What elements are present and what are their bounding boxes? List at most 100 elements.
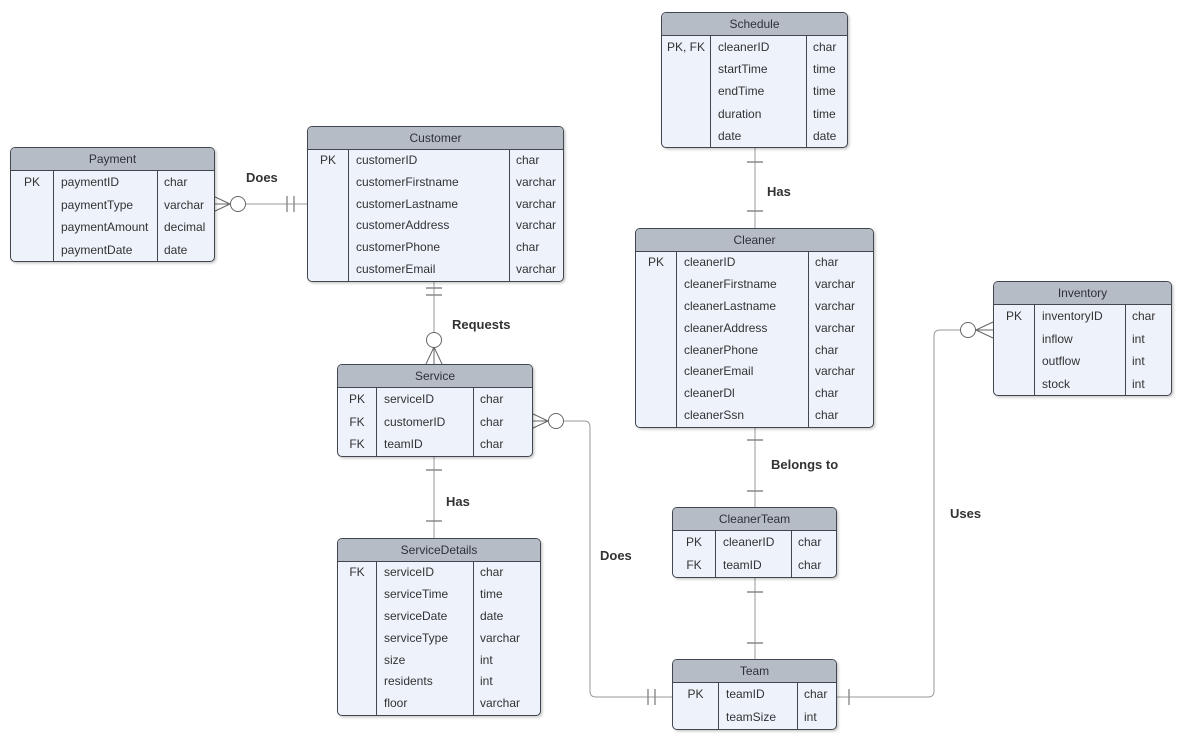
relationship-label-uses[interactable]: Uses <box>950 506 982 521</box>
entity-customer-title: Customer <box>308 127 563 150</box>
key-cell <box>308 172 348 194</box>
field-cell: cleanerSsn <box>684 408 745 423</box>
type-cell: char <box>480 392 504 406</box>
type-cell: date <box>813 128 837 143</box>
field-cell: customerFirstname <box>356 174 459 189</box>
field-cell: floor <box>384 696 408 711</box>
type-cell: char <box>815 255 839 269</box>
type-cell: time <box>813 106 836 121</box>
entity-service-title: Service <box>338 365 532 388</box>
field-cell: serviceID <box>384 392 435 406</box>
type-cell: date <box>164 242 188 257</box>
relationship-label-has-service-servicedetails[interactable]: Has <box>446 494 470 509</box>
entity-inventory-title: Inventory <box>994 282 1171 305</box>
key-cell <box>994 373 1034 396</box>
entity-payment-title: Payment <box>11 148 214 171</box>
key-cell <box>636 405 676 427</box>
type-cell: varchar <box>815 276 856 291</box>
type-cell: varchar <box>815 298 856 313</box>
key-cell <box>673 706 718 729</box>
field-cell: paymentAmount <box>61 220 149 234</box>
relationship-label-requests[interactable]: Requests <box>452 317 511 332</box>
key-cell <box>11 216 53 239</box>
type-cell: char <box>516 153 540 167</box>
connector-requests-customer-service <box>425 279 443 365</box>
type-cell: time <box>813 84 836 99</box>
type-cell: char <box>480 565 504 579</box>
type-cell: char <box>164 175 188 189</box>
field-cell: serviceType <box>384 630 449 645</box>
key-cell: FK <box>349 565 365 579</box>
type-cell: char <box>1132 309 1156 323</box>
key-cell <box>636 361 676 383</box>
entity-cleaner-title: Cleaner <box>636 229 873 252</box>
key-cell <box>636 318 676 340</box>
field-cell: teamID <box>723 558 762 572</box>
field-cell: cleanerPhone <box>684 342 759 357</box>
type-cell: char <box>804 687 828 701</box>
relationship-label-does-service-team[interactable]: Does <box>600 548 632 563</box>
field-cell: inventoryID <box>1042 309 1103 323</box>
key-cell: PK <box>23 175 40 189</box>
connector-uses-team-inventory <box>835 321 994 705</box>
key-cell: FK <box>349 437 365 452</box>
field-cell: residents <box>384 674 433 689</box>
type-cell: char <box>815 408 839 423</box>
key-cell <box>308 259 348 281</box>
key-cell: FK <box>349 414 365 429</box>
key-cell <box>636 274 676 296</box>
type-cell: varchar <box>480 630 521 645</box>
field-cell: endTime <box>718 84 765 99</box>
connector-does-service-team <box>530 412 672 705</box>
field-cell: cleanerEmail <box>684 364 754 379</box>
connector-has-schedule-cleaner <box>747 145 763 228</box>
relationship-label-does-payment-customer[interactable]: Does <box>246 170 278 185</box>
field-cell: serviceDate <box>384 608 448 623</box>
key-cell <box>338 628 376 650</box>
field-cell: paymentDate <box>61 242 133 257</box>
type-cell: varchar <box>516 261 557 276</box>
type-cell: int <box>1132 376 1145 391</box>
connector-belongs-to-cleaner-cleanerteam <box>747 425 763 507</box>
type-cell: time <box>480 586 503 601</box>
field-cell: customerID <box>384 414 446 429</box>
key-cell: FK <box>686 558 702 572</box>
key-cell <box>994 328 1034 351</box>
field-cell: duration <box>718 106 762 121</box>
type-cell: char <box>480 414 504 429</box>
relationship-label-has-schedule-cleaner[interactable]: Has <box>767 184 791 199</box>
field-cell: cleanerID <box>684 255 736 269</box>
type-cell: char <box>798 535 822 549</box>
type-cell: int <box>480 652 493 667</box>
type-cell: char <box>516 240 540 255</box>
key-cell <box>636 340 676 362</box>
entity-schedule-title: Schedule <box>662 13 847 36</box>
type-cell: int <box>804 710 817 724</box>
field-cell: customerEmail <box>356 261 436 276</box>
entity-servicedetails-body: FK serviceID serviceTime serviceDate service… <box>338 562 540 716</box>
type-cell: char <box>815 342 839 357</box>
field-cell: serviceTime <box>384 586 449 601</box>
field-cell: serviceID <box>384 565 435 579</box>
field-cell: teamID <box>726 687 765 701</box>
field-cell: cleanerID <box>723 535 775 549</box>
field-cell: customerPhone <box>356 240 441 255</box>
key-cell <box>308 237 348 259</box>
relationship-label-belongs-to[interactable]: Belongs to <box>771 457 839 472</box>
key-cell <box>662 103 710 125</box>
